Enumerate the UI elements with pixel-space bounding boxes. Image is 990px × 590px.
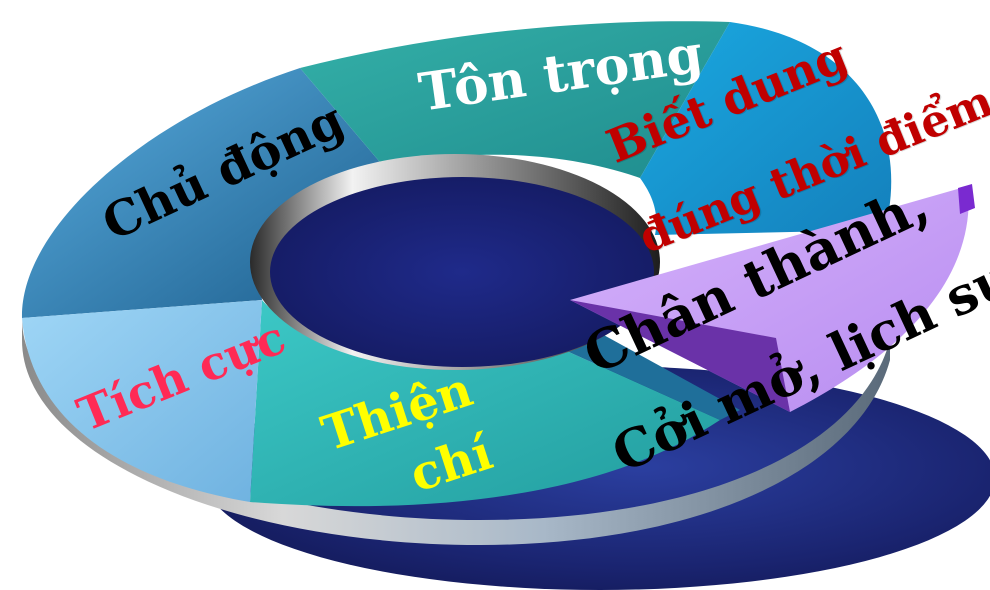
segment-chu-dong	[21, 68, 385, 318]
segment-chan-thanh-edge	[570, 300, 790, 412]
segment-chan-thanh	[570, 186, 969, 412]
segment-ton-trong	[300, 21, 730, 179]
segment-biet-dung	[640, 22, 892, 235]
ring-hole	[270, 177, 654, 367]
segment-chan-thanh-tip	[958, 184, 975, 214]
segment-tich-cuc	[22, 300, 262, 502]
